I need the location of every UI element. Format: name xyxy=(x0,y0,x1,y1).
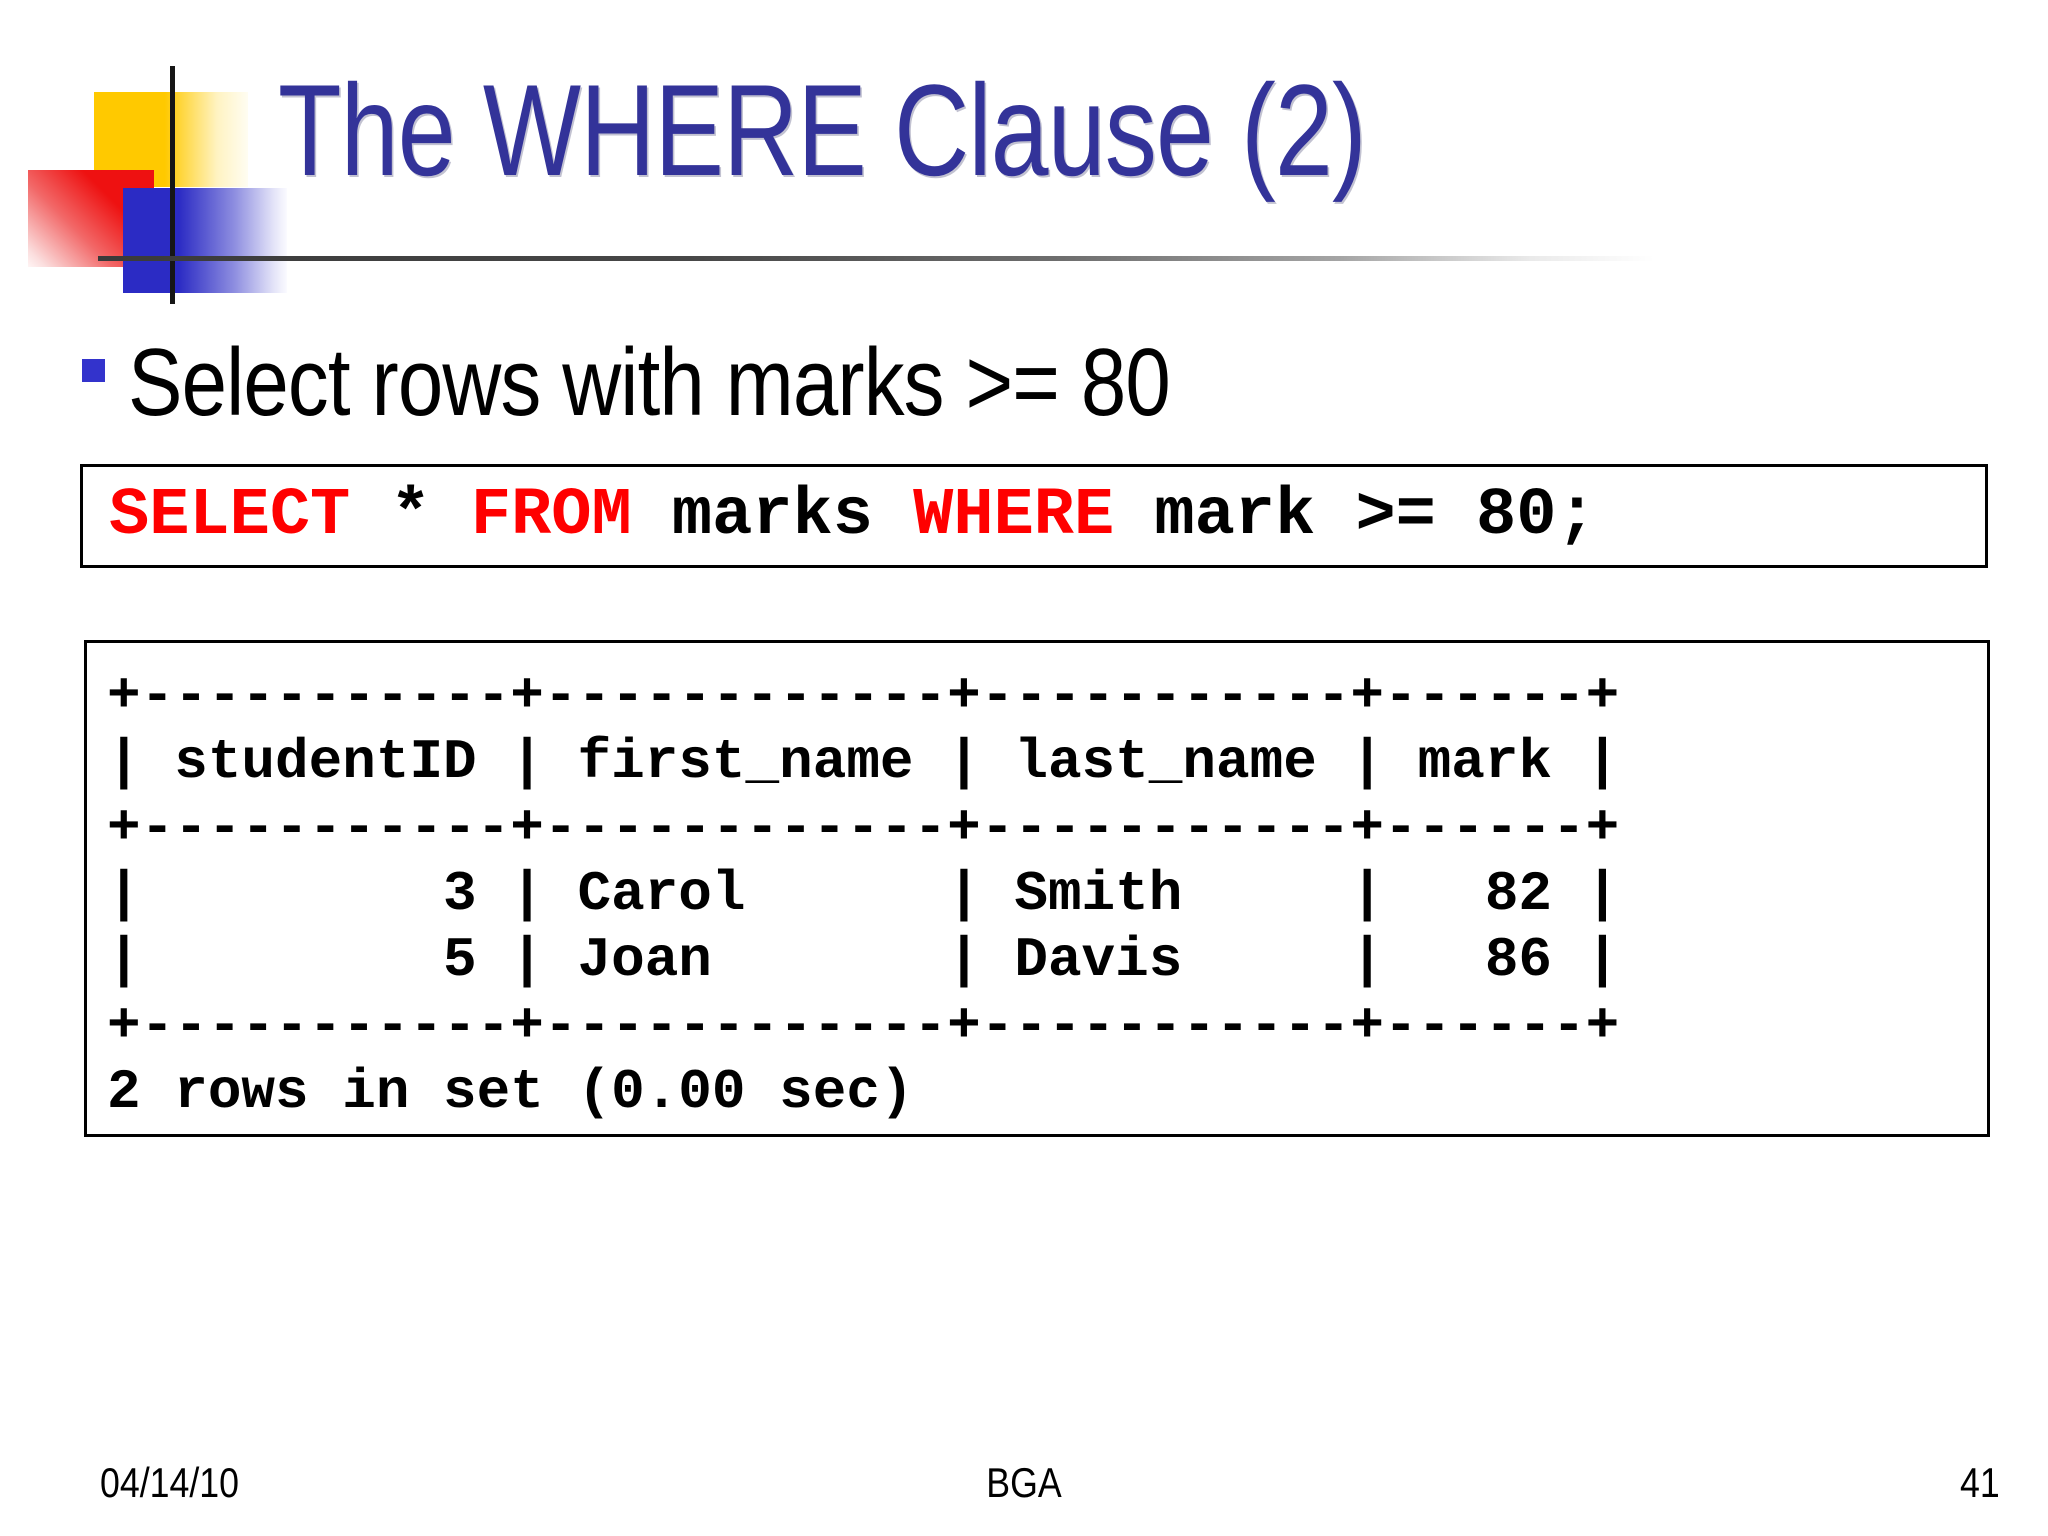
sql-query-text: SELECT * FROM marks WHERE mark >= 80; xyxy=(109,478,1597,554)
logo-blue-square xyxy=(123,188,287,293)
bullet-marker xyxy=(82,359,105,382)
footer-date: 04/14/10 xyxy=(100,1459,239,1506)
slide-title: The WHERE Clause (2) xyxy=(278,57,1367,203)
title-underline-rule xyxy=(98,256,1654,261)
footer-author: BGA xyxy=(986,1459,1062,1506)
logo-crosshair-line xyxy=(170,66,175,304)
query-result-text: +-----------+------------+-----------+--… xyxy=(107,664,1620,1124)
bullet-text: Select rows with marks >= 80 xyxy=(128,329,1171,436)
footer-page-number: 41 xyxy=(1960,1459,2000,1506)
sql-query-box: SELECT * FROM marks WHERE mark >= 80; xyxy=(80,464,1988,568)
query-result-box: +-----------+------------+-----------+--… xyxy=(84,640,1990,1137)
